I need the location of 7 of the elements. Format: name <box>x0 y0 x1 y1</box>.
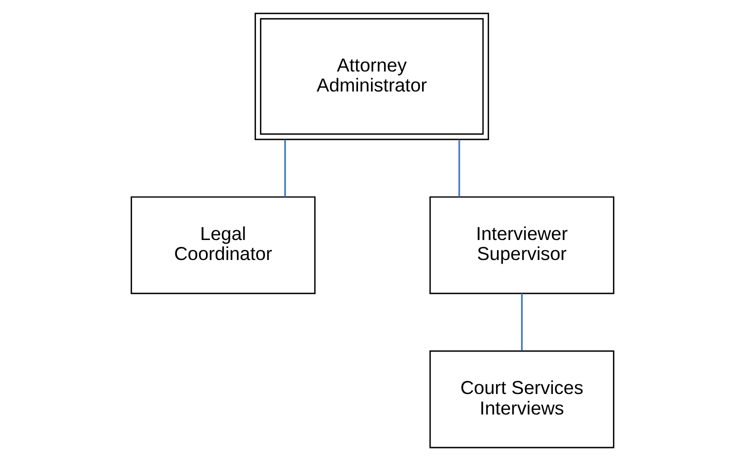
node-box: Legal Coordinator <box>130 196 316 294</box>
connector <box>521 294 523 351</box>
connector <box>284 140 286 197</box>
node-box: Interviewer Supervisor <box>429 196 614 294</box>
node-box: Attorney Administrator <box>254 12 490 140</box>
connector <box>458 140 460 197</box>
node-box: Court Services Interviews <box>429 350 614 448</box>
